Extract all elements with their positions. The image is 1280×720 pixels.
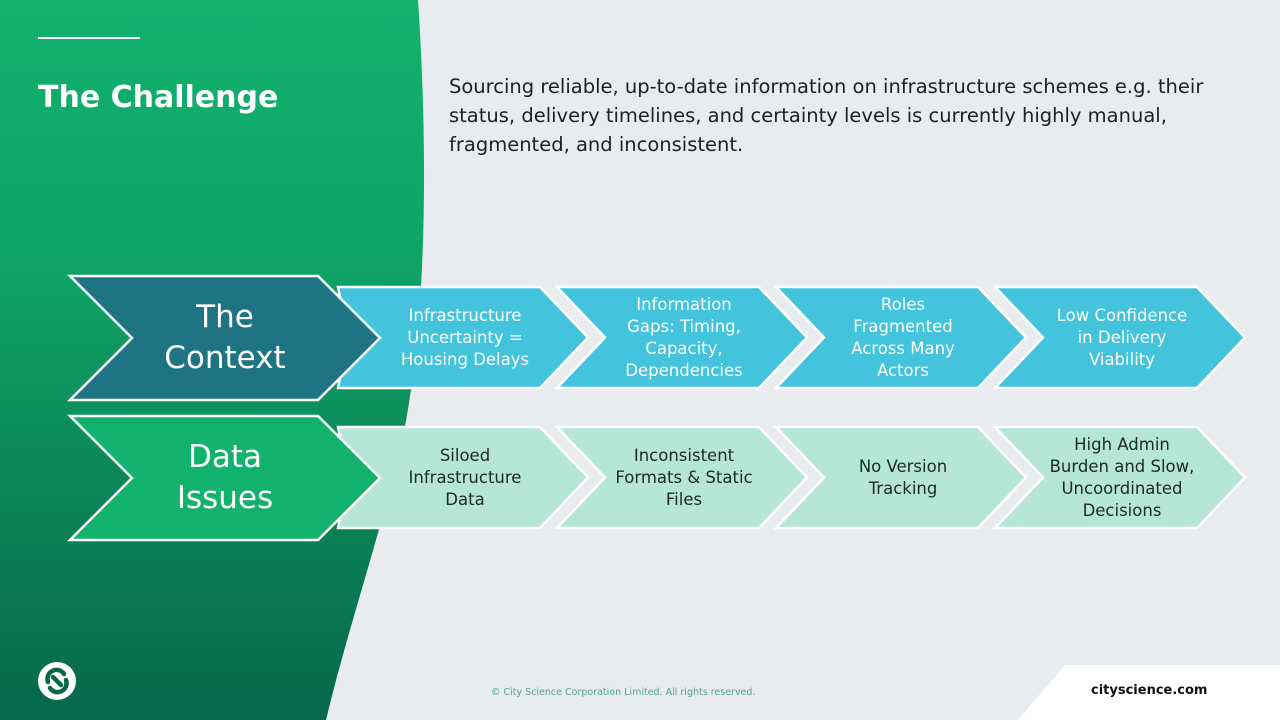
website-link[interactable]: cityscience.com [1091,683,1208,698]
title-rule [38,37,140,39]
issues-item-chevron-4 [992,425,1247,530]
copyright-notice: © City Science Corporation Limited. All … [491,687,756,698]
issues-item-chevron-2 [554,425,809,530]
context-item-label-1: Infrastructure Uncertainty = Housing Del… [400,305,530,369]
context-item-label-3: Roles Fragmented Across Many Actors [851,294,955,380]
issues-heading-chevron [66,414,382,542]
issues-item-label-4: High Admin Burden and Slow, Uncoordinate… [1049,434,1195,520]
context-item-chevron-4 [992,285,1247,390]
context-item-chevron-2 [554,285,809,390]
context-item-label-2: Information Gaps: Timing, Capacity, Depe… [625,294,743,380]
issues-item-label-1: Siloed Infrastructure Data [408,445,522,509]
issues-item-label-2: Inconsistent Formats & Static Files [615,445,753,509]
website-tab [1018,665,1280,720]
context-item-label-4: Low Confidence in Delivery Viability [1056,305,1188,369]
context-heading-label: The Context [164,299,286,376]
context-item-chevron-3 [773,285,1028,390]
city-science-logo-icon [38,662,76,700]
slide-title: The Challenge [38,80,279,115]
issues-item-chevron-3 [773,425,1028,530]
intro-paragraph: Sourcing reliable, up-to-date informatio… [449,75,1204,156]
issues-item-label-3: No Version Tracking [858,456,948,498]
context-heading-chevron [66,274,382,402]
issues-heading-label: Data Issues [176,439,274,516]
